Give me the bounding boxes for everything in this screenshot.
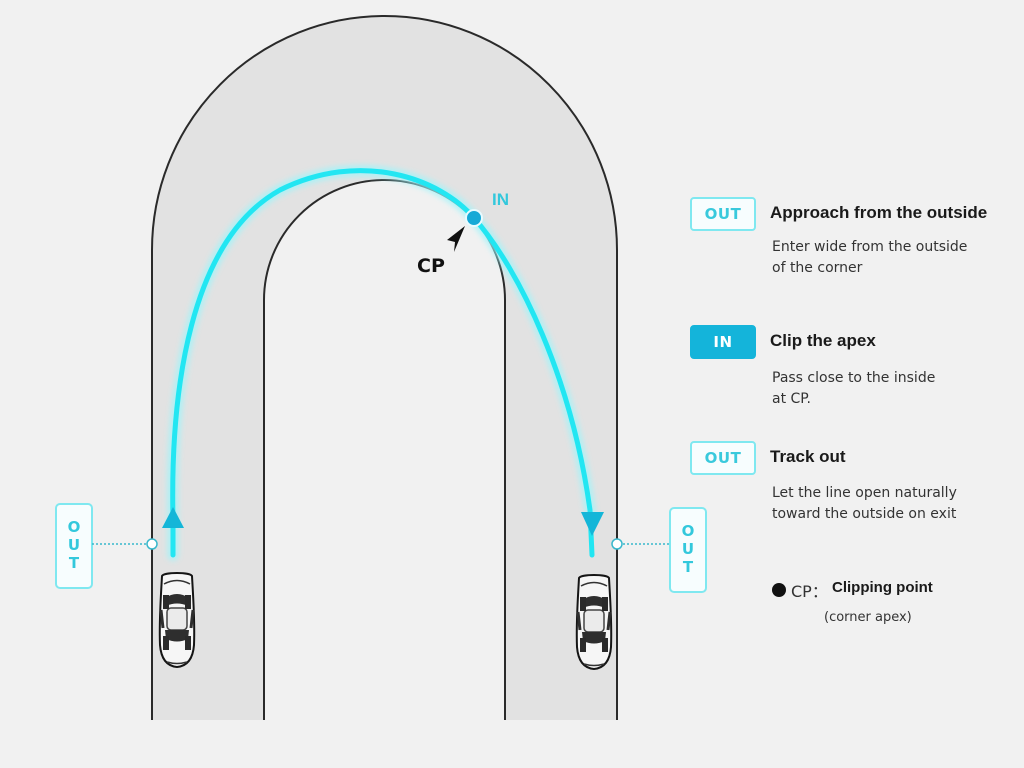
legend-title: Approach from the outside xyxy=(770,203,988,222)
cp-symbol: CP： xyxy=(791,582,828,601)
road-surface xyxy=(152,15,617,720)
exit-edge-marker xyxy=(611,538,623,550)
legend-description: Enter wide from the outside of the corne… xyxy=(772,239,968,276)
entry-out-tag xyxy=(55,503,93,589)
legend-title: Clip the apex xyxy=(770,331,876,350)
cp-pointer-label: CP xyxy=(417,255,445,277)
car-entry-icon xyxy=(158,571,196,669)
road-inner-edge xyxy=(263,179,506,720)
cp-name: Clipping point xyxy=(832,579,933,596)
legend-badge-out: OUT xyxy=(690,197,756,231)
svg-text:U: U xyxy=(68,536,80,554)
svg-text:U: U xyxy=(682,540,694,558)
racing-line xyxy=(170,168,595,558)
cp-bullet-icon xyxy=(772,583,786,597)
exit-out-tag xyxy=(669,507,707,593)
road-outer-edge xyxy=(151,15,618,720)
svg-text:T: T xyxy=(683,558,694,576)
apex-dot xyxy=(465,209,483,227)
apex-in-label: IN xyxy=(492,190,509,209)
cp-subtitle: (corner apex) xyxy=(824,610,912,625)
legend-title: Track out xyxy=(770,447,846,466)
entry-out-tag-text: O U T xyxy=(68,518,81,572)
pointer-arrow-icon xyxy=(447,226,465,252)
legend-description: Let the line open naturally toward the o… xyxy=(772,485,957,522)
arrow-up-icon xyxy=(162,507,184,528)
svg-text:O: O xyxy=(682,522,695,540)
svg-text:T: T xyxy=(69,554,80,572)
legend-description: Pass close to the inside at CP. xyxy=(772,370,936,407)
entry-edge-marker xyxy=(146,538,158,550)
arrow-down-icon xyxy=(581,512,604,536)
exit-out-tag-text: O U T xyxy=(682,522,695,576)
svg-text:O: O xyxy=(68,518,81,536)
legend-badge-in: IN xyxy=(690,325,756,359)
car-exit-icon xyxy=(575,573,613,671)
legend-badge-out: OUT xyxy=(690,441,756,475)
